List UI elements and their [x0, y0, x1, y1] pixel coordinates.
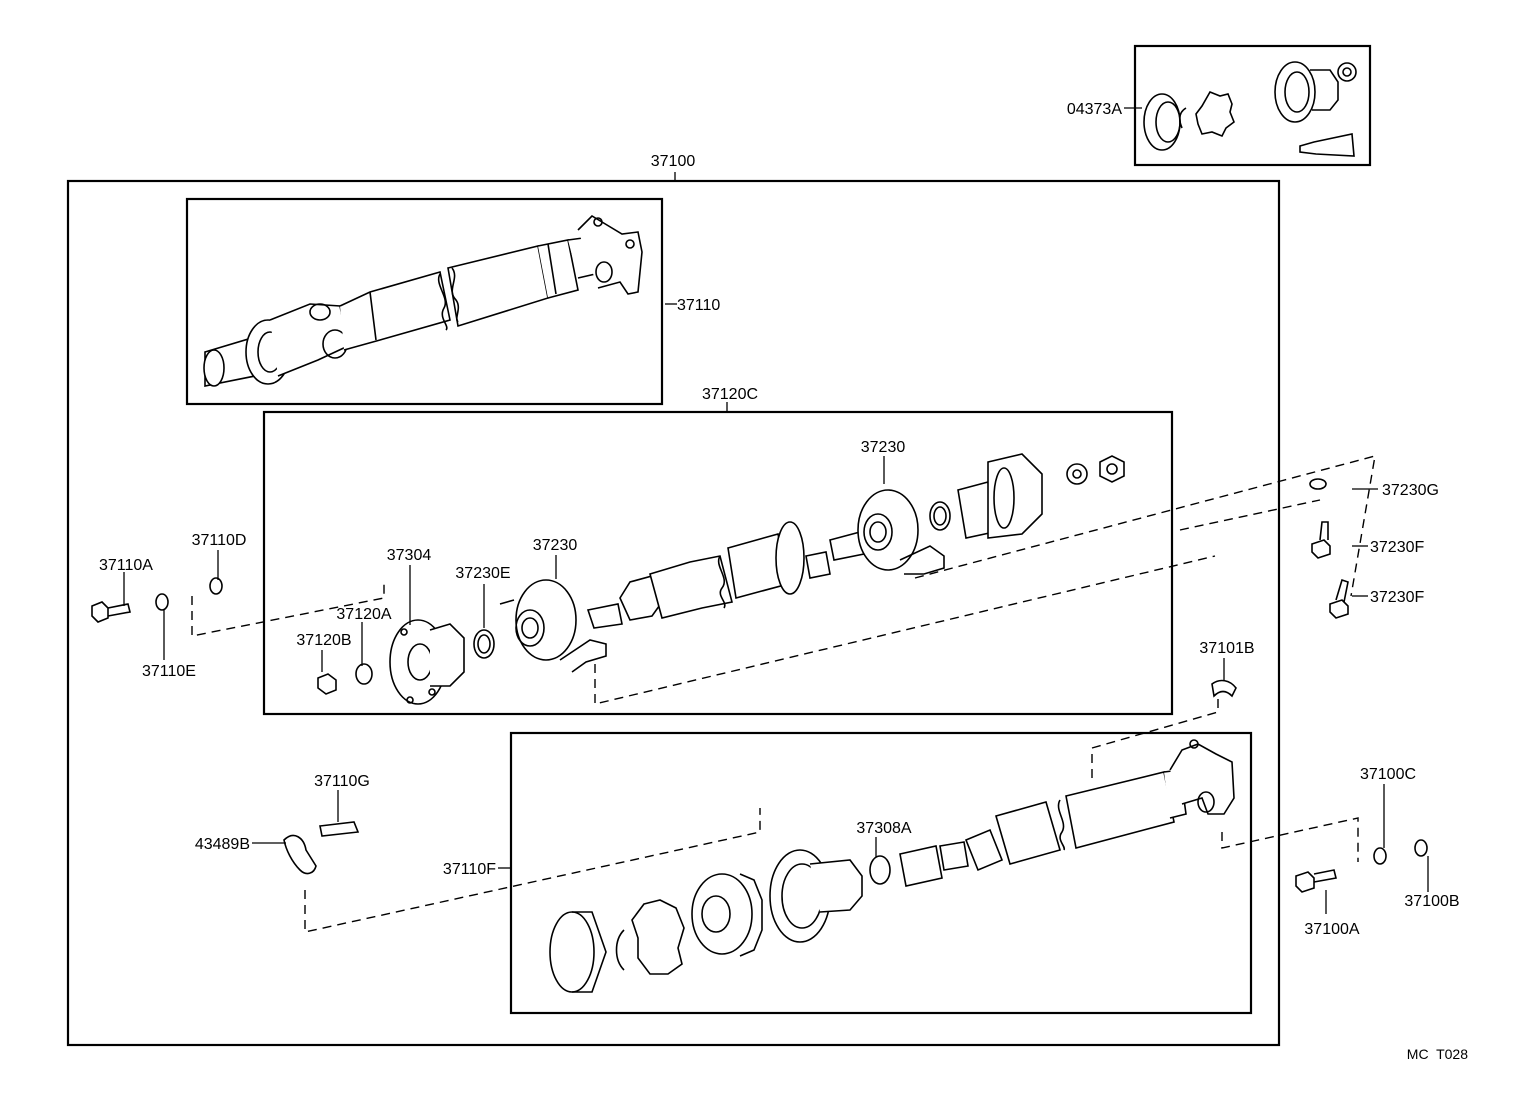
shaft-box-37110 [185, 197, 664, 406]
label-37230-top: 37230 [861, 439, 906, 456]
label-37110F: 37110F [443, 861, 496, 878]
dashed-assembly-lines [191, 455, 1376, 933]
label-37230-mid: 37230 [533, 537, 578, 554]
label-37110G: 37110G [314, 773, 370, 790]
label-37110E: 37110E [142, 663, 196, 680]
label-37120C: 37120C [702, 386, 758, 403]
kit-parts-group [1143, 61, 1357, 157]
part-labels: 04373A 37100 37110 37120C 37230 37230 37… [99, 101, 1468, 1062]
label-43489B: 43489B [195, 836, 250, 853]
label-37304: 37304 [387, 547, 432, 564]
kit-box-04373A [1133, 44, 1372, 167]
label-37308A: 37308A [856, 820, 911, 837]
label-37230F-b: 37230F [1370, 589, 1424, 606]
label-37110D: 37110D [192, 532, 247, 549]
label-37100C: 37100C [1360, 766, 1416, 783]
label-37110A: 37110A [99, 557, 153, 574]
label-37100: 37100 [651, 153, 696, 170]
label-37100A: 37100A [1304, 921, 1359, 938]
label-37230F-a: 37230F [1370, 539, 1424, 556]
label-37120A: 37120A [336, 606, 391, 623]
corner-code: MC T028 [1407, 1046, 1468, 1062]
intermediate-shaft-37120C [389, 453, 1125, 705]
label-37101B: 37101B [1199, 640, 1254, 657]
label-37230E: 37230E [455, 565, 510, 582]
leader-lines [123, 107, 1429, 914]
shaft-box-37120C [262, 410, 1174, 716]
label-37100B: 37100B [1404, 893, 1459, 910]
label-37120B: 37120B [296, 632, 351, 649]
assembly-box-37100 [66, 179, 1281, 1047]
label-37110: 37110 [677, 297, 720, 314]
shaft-box-37110F [509, 731, 1253, 1015]
label-04373A: 04373A [1067, 101, 1122, 118]
propeller-shaft-37110 [203, 214, 643, 387]
propeller-shaft-37110F [549, 739, 1235, 993]
label-37230G: 37230G [1382, 482, 1439, 499]
loose-parts-group [91, 478, 1428, 893]
